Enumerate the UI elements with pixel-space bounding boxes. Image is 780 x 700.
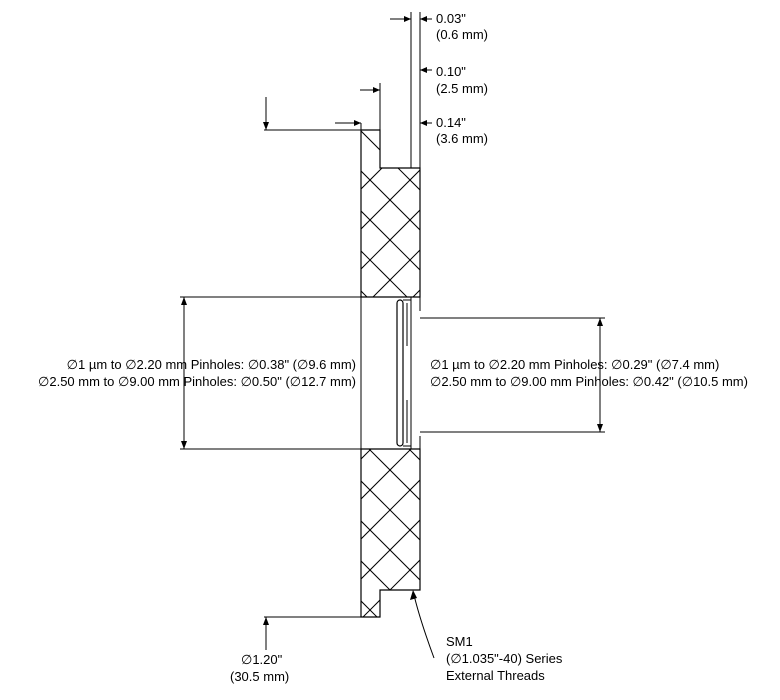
thickness-mid-mm: (2.5 mm) — [436, 81, 488, 96]
thread-callout-line1: SM1 — [446, 634, 473, 649]
right-aperture-line2: ∅2.50 mm to ∅9.00 mm Pinholes: ∅0.42" (∅… — [430, 374, 748, 389]
left-aperture-dimension — [180, 296, 361, 450]
top-dimension-lines — [335, 12, 432, 168]
thickness-mid-inch: 0.10" — [436, 64, 466, 79]
outer-diameter-inch: ∅1.20" — [241, 652, 283, 667]
thread-callout-line3: External Threads — [446, 668, 545, 683]
outer-diameter-mm: (30.5 mm) — [230, 669, 289, 684]
outer-diameter-dimension — [263, 97, 361, 650]
thread-callout-line2: (∅1.035"-40) Series — [446, 651, 563, 666]
right-aperture-dimension — [420, 317, 605, 433]
right-aperture-line1: ∅1 µm to ∅2.20 mm Pinholes: ∅0.29" (∅7.4… — [430, 357, 719, 372]
pinhole-disk — [396, 299, 404, 447]
thickness-top-inch: 0.03" — [436, 11, 466, 26]
left-aperture-line2: ∅2.50 mm to ∅9.00 mm Pinholes: ∅0.50" (∅… — [38, 374, 356, 389]
thread-callout-leader — [410, 590, 435, 659]
thickness-top-mm: (0.6 mm) — [436, 27, 488, 42]
thickness-total-mm: (3.6 mm) — [436, 131, 488, 146]
left-aperture-line1: ∅1 µm to ∅2.20 mm Pinholes: ∅0.38" (∅9.6… — [67, 357, 356, 372]
aperture-bore — [360, 297, 421, 449]
thickness-total-inch: 0.14" — [436, 115, 466, 130]
